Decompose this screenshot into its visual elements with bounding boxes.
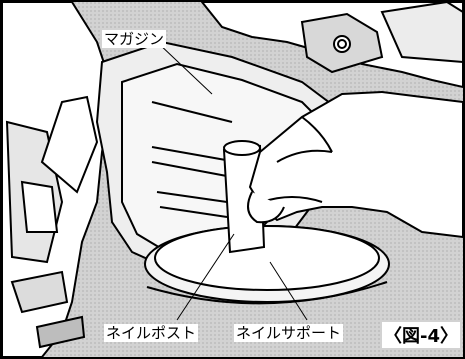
nail-post-label: ネイルポスト: [104, 324, 199, 342]
magazine-label: マガジン: [102, 30, 167, 48]
tool-body: [2, 2, 114, 357]
figure-number: 〈図-4〉: [382, 322, 460, 348]
upper-hand: [200, 2, 463, 89]
nail-support-disc: [144, 225, 390, 305]
leader-lines: [156, 41, 308, 321]
lower-hand: [247, 90, 463, 239]
nail-support-label: ネイルサポート: [234, 324, 344, 342]
